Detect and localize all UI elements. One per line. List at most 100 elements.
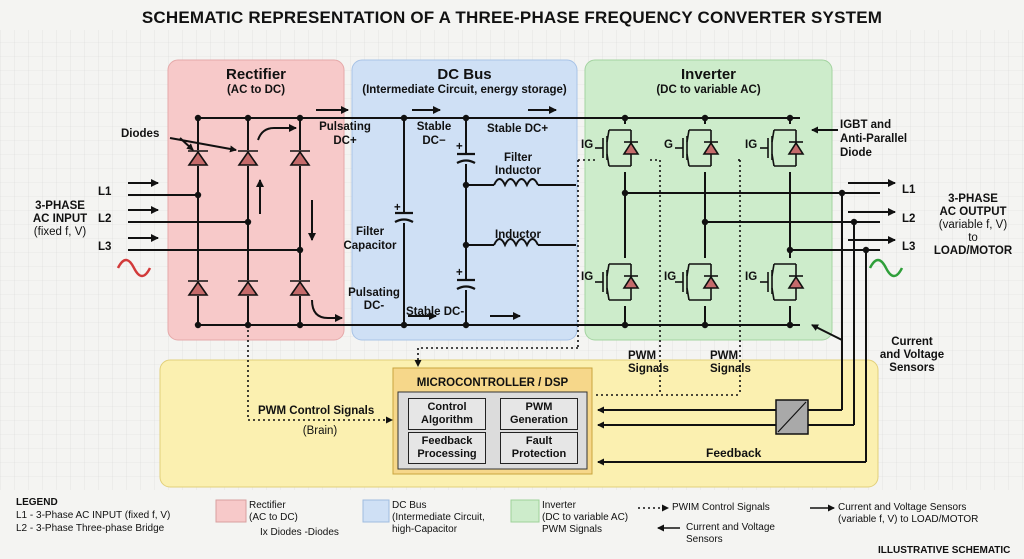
pwm-generation-line1: PWM	[525, 401, 553, 413]
sensor-pointer	[811, 324, 843, 341]
sensors-label-3: Sensors	[889, 362, 935, 374]
junction-dot-14	[701, 321, 709, 329]
stable-dc-minus-top-1: Stable	[416, 121, 452, 133]
stable-dc-minus-bottom: Stable DC-	[406, 306, 465, 318]
pwm-control-label-2: (Brain)	[302, 425, 338, 437]
cap2-plus: +	[456, 141, 463, 153]
legend-dc-3: high-Capacitor	[392, 524, 458, 535]
legend-rect-3: Ix Diodes -Diodes	[260, 527, 339, 538]
junction-dot-7	[786, 114, 794, 122]
output-label-3: (variable f, V)	[938, 219, 1008, 231]
igbt-emitter-2	[686, 153, 690, 167]
legend-cv-2: Sensors	[686, 534, 723, 545]
filter-capacitor-1: Filter	[355, 226, 385, 238]
input-phase-l2: L2	[98, 213, 112, 225]
legend-inv-3: PWM Signals	[542, 524, 603, 535]
input-label-1: 3-PHASE	[35, 200, 85, 212]
igbt-collector-0	[606, 129, 610, 143]
diode-triangle-4	[237, 280, 259, 296]
diode-triangle-5	[289, 280, 311, 296]
output-sine-wave	[868, 258, 904, 278]
igbt-label-1: IGBT and	[840, 119, 892, 131]
igbt-collector-1	[606, 263, 610, 277]
pwm-generation-line2: Generation	[509, 414, 569, 426]
input-phase-l1: L1	[98, 186, 112, 198]
igbt-emitter-4	[771, 153, 775, 167]
legend-inv-swatch	[510, 499, 540, 523]
rectifier-diodes	[187, 150, 311, 296]
junction-dot-6	[701, 114, 709, 122]
fault-protection-line1: Fault	[525, 435, 553, 447]
output-label-5: LOAD/MOTOR	[933, 245, 1013, 257]
feedback-processing-line2: Processing	[417, 448, 477, 460]
footer-label: ILLUSTRATIVE SCHEMATIC	[878, 545, 1011, 556]
legend-cvs-1: Current and Voltage Sensors	[838, 502, 967, 513]
junction-dot-18	[296, 246, 304, 254]
junction-dot-20	[701, 218, 709, 226]
igbt-diode-5	[787, 275, 805, 289]
legend-cv-1: Current and Voltage	[686, 522, 775, 533]
junction-dot-19	[621, 189, 629, 197]
igbt-emitter-3	[686, 287, 690, 301]
cap1-plus: +	[394, 202, 401, 214]
diode-triangle-3	[187, 280, 209, 296]
junction-dot-3	[400, 114, 408, 122]
dcbus-title: DC Bus	[437, 66, 492, 83]
igbt-label-3: Diode	[840, 147, 872, 159]
junction-dot-4	[462, 114, 470, 122]
pulsating-dc-plus-1: Pulsating	[319, 121, 371, 133]
junction-dot-10	[296, 321, 304, 329]
igbt-collector-5	[771, 263, 775, 277]
stable-dc-minus-top-2: DC−	[422, 135, 446, 147]
pwm-signals-a-1: PWM	[628, 350, 657, 362]
diodes-label: Diodes	[121, 128, 160, 140]
rectifier-title: Rectifier	[225, 66, 287, 83]
output-label-4: to	[968, 232, 978, 244]
legend-inv-2: (DC to variable AC)	[542, 512, 629, 523]
junction-dot-22	[838, 189, 846, 197]
igbt-emitter-5	[771, 287, 775, 301]
control-algorithm-line1: Control	[427, 401, 467, 413]
dcbus-subtitle: (Intermediate Circuit, energy storage)	[362, 84, 567, 96]
legend-rect-2: (AC to DC)	[249, 512, 298, 523]
junction-dot-21	[786, 246, 794, 254]
filter-capacitor-2: Capacitor	[343, 240, 397, 252]
input-label-3: (fixed f, V)	[33, 226, 87, 238]
diode-triangle-2	[289, 150, 311, 166]
legend-rect-1: Rectifier	[249, 500, 286, 511]
sensors-label-1: Current	[891, 336, 933, 348]
igbt-diode-3	[702, 275, 720, 289]
junction-dot-17	[244, 218, 252, 226]
legend-rect-swatch	[215, 499, 247, 523]
legend-dc-swatch	[362, 499, 390, 523]
inductor-label: Inductor	[495, 229, 541, 241]
legend-dc-2: (Intermediate Circuit,	[392, 512, 485, 523]
page-title: SCHEMATIC REPRESENTATION OF A THREE-PHAS…	[141, 8, 883, 27]
legend-l1: L1 - 3-Phase AC INPUT (fixed f, V)	[16, 510, 171, 521]
output-label-1: 3-PHASE	[948, 193, 998, 205]
igbt-emitter-0	[606, 153, 610, 167]
filter-inductor-1: Filter	[503, 152, 533, 164]
diode-triangle-0	[187, 150, 209, 166]
inverter-igbts	[595, 124, 812, 306]
junction-dot-1	[244, 114, 252, 122]
output-phase-l3: L3	[902, 241, 916, 253]
legend-l2: L2 - 3-Phase Three-phase Bridge	[16, 523, 165, 534]
igbt-emitter-1	[606, 287, 610, 301]
igbt-collector-3	[686, 263, 690, 277]
flow-arrow-curve-2	[311, 299, 343, 322]
igbt-diode-0	[622, 141, 640, 155]
cap3-plus: +	[456, 267, 463, 279]
ig-label-2: IG	[745, 139, 758, 151]
pwm-control-label-1: PWM Control Signals	[258, 405, 375, 417]
pulsating-dc-minus-1: Pulsating	[348, 287, 400, 299]
igbt-diode-1	[622, 275, 640, 289]
rectifier-subtitle: (AC to DC)	[226, 84, 286, 96]
junction-dot-8	[194, 321, 202, 329]
flow-arrow-curve-1	[257, 124, 297, 141]
fault-protection-line2: Protection	[511, 448, 567, 460]
